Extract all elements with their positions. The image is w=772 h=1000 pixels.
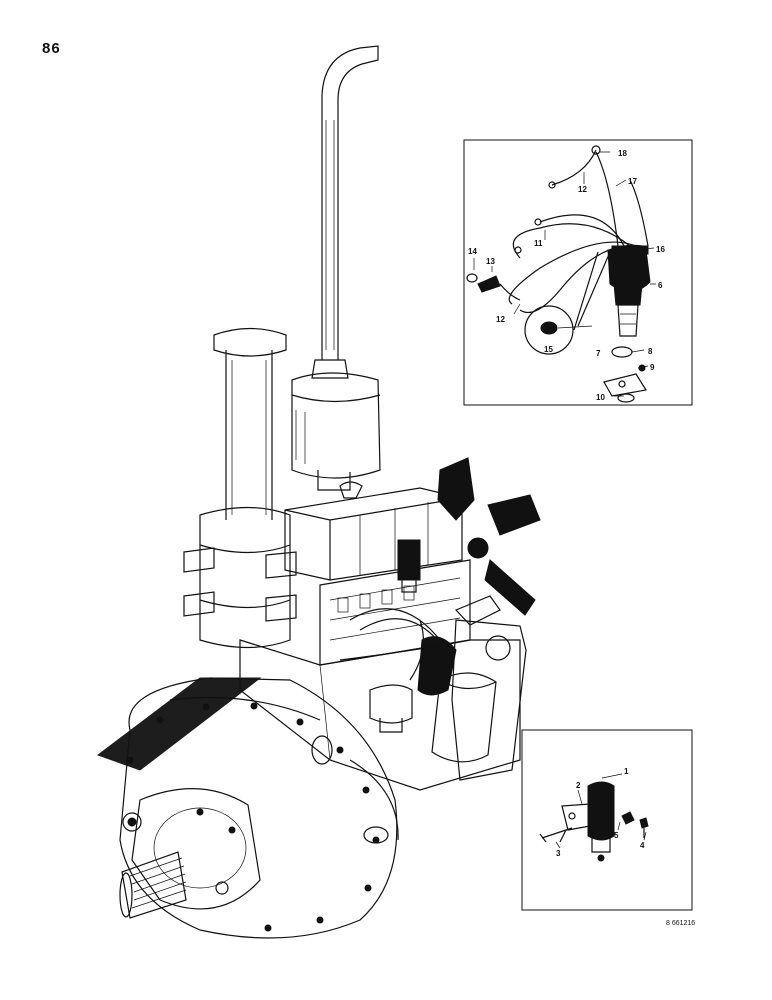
callout-1: 1 [624, 767, 629, 776]
exhaust-stack [311, 45, 379, 379]
distributor-cap-detail [524, 251, 611, 355]
distributor-clamp [603, 346, 647, 403]
callout-14: 14 [468, 247, 477, 256]
coil-bracket [559, 803, 591, 843]
callout-7: 7 [596, 349, 601, 358]
fuel-pump [369, 684, 413, 733]
distributor-callouts: 18 12 17 11 16 14 13 6 12 15 7 8 9 10 [468, 149, 665, 402]
callout-9: 9 [650, 363, 655, 372]
fan [437, 457, 541, 616]
distributor-inset-frame [463, 139, 693, 406]
callout-18: 18 [618, 149, 627, 158]
callout-5: 5 [614, 831, 619, 840]
output-shaft [119, 851, 187, 919]
spark-plug-wires [508, 145, 649, 314]
timing-cover [451, 619, 527, 781]
oil-filter [431, 672, 497, 763]
callout-12-lower: 12 [496, 315, 505, 324]
callout-2: 2 [576, 781, 581, 790]
callout-16: 16 [656, 245, 665, 254]
page-number: 86 [42, 40, 61, 57]
callout-17: 17 [628, 177, 637, 186]
figure-code: 8 661216 [666, 920, 696, 927]
pto-housing [122, 788, 261, 910]
coil-hardware [539, 811, 649, 843]
engine-distributor-wiring [349, 595, 501, 696]
coil-inset: 1 2 5 4 3 [521, 729, 693, 911]
callout-3: 3 [556, 849, 561, 858]
flywheel-housing [96, 677, 399, 939]
callout-11: 11 [534, 239, 543, 248]
distributor-inset: 18 12 17 11 16 14 13 6 12 15 7 8 9 10 [463, 139, 693, 406]
muffler [291, 372, 381, 499]
engine-illustration [96, 45, 541, 939]
engine-coil [397, 539, 421, 593]
callout-6: 6 [658, 281, 663, 290]
callout-10: 10 [596, 393, 605, 402]
coil-wire [466, 273, 521, 301]
callout-13: 13 [486, 257, 495, 266]
callout-4: 4 [640, 841, 645, 850]
engine-block [239, 639, 521, 791]
coil-inset-frame [521, 729, 693, 911]
ignition-coil [587, 781, 615, 862]
air-cleaner [183, 506, 297, 649]
callout-15: 15 [544, 345, 553, 354]
air-intake [213, 327, 287, 520]
callout-12-upper: 12 [578, 185, 587, 194]
coil-callouts: 1 2 5 4 3 [556, 767, 645, 858]
distributor [607, 245, 651, 337]
callout-8: 8 [648, 347, 653, 356]
